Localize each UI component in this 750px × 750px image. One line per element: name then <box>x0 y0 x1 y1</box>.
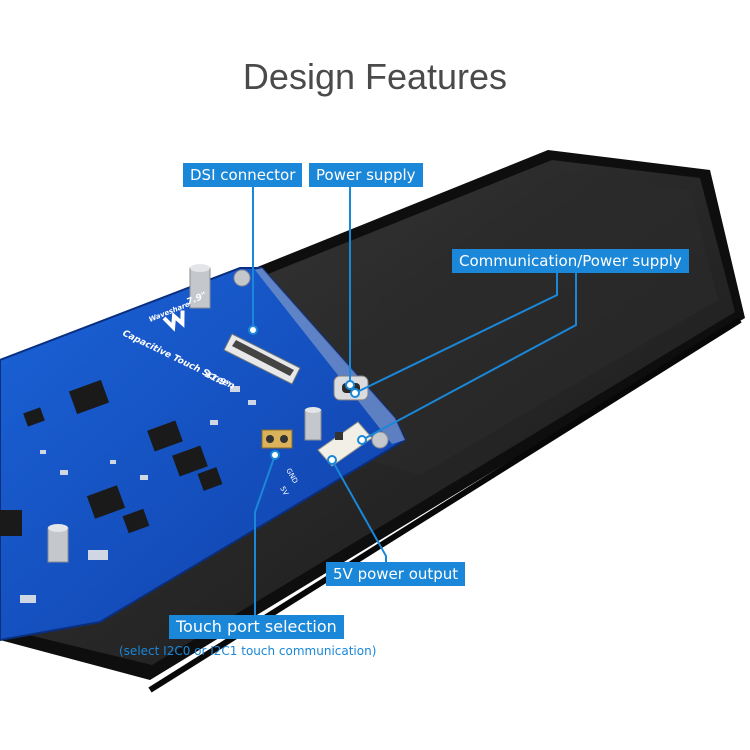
callout-dsi-connector: DSI connector <box>183 163 303 187</box>
leader-touch <box>254 454 276 616</box>
board-components <box>20 386 256 603</box>
leader-comm-b <box>361 273 577 441</box>
page-title: Design Features <box>242 56 508 97</box>
callout-5v-output: 5V power output <box>326 562 466 586</box>
callout-communication-power: Communication/Power supply <box>452 249 689 273</box>
brand-logo <box>162 310 185 332</box>
touch-port-note: (select I2C0 or I2C1 touch communication… <box>119 644 377 658</box>
callout-power-supply: Power supply <box>309 163 423 187</box>
touch-selector <box>261 429 293 449</box>
callout-touch-port: Touch port selection <box>169 615 344 639</box>
board-pin-5v: 5V <box>278 485 290 497</box>
board-chips <box>0 379 223 536</box>
leader-comm-a <box>354 273 558 394</box>
dsi-connector <box>223 333 301 385</box>
leader-dots <box>248 325 367 465</box>
standoffs <box>47 264 389 563</box>
leader-lines <box>252 187 577 616</box>
driver-board: Waveshare 7.9" Capacitive Touch Screen 1… <box>0 264 407 642</box>
